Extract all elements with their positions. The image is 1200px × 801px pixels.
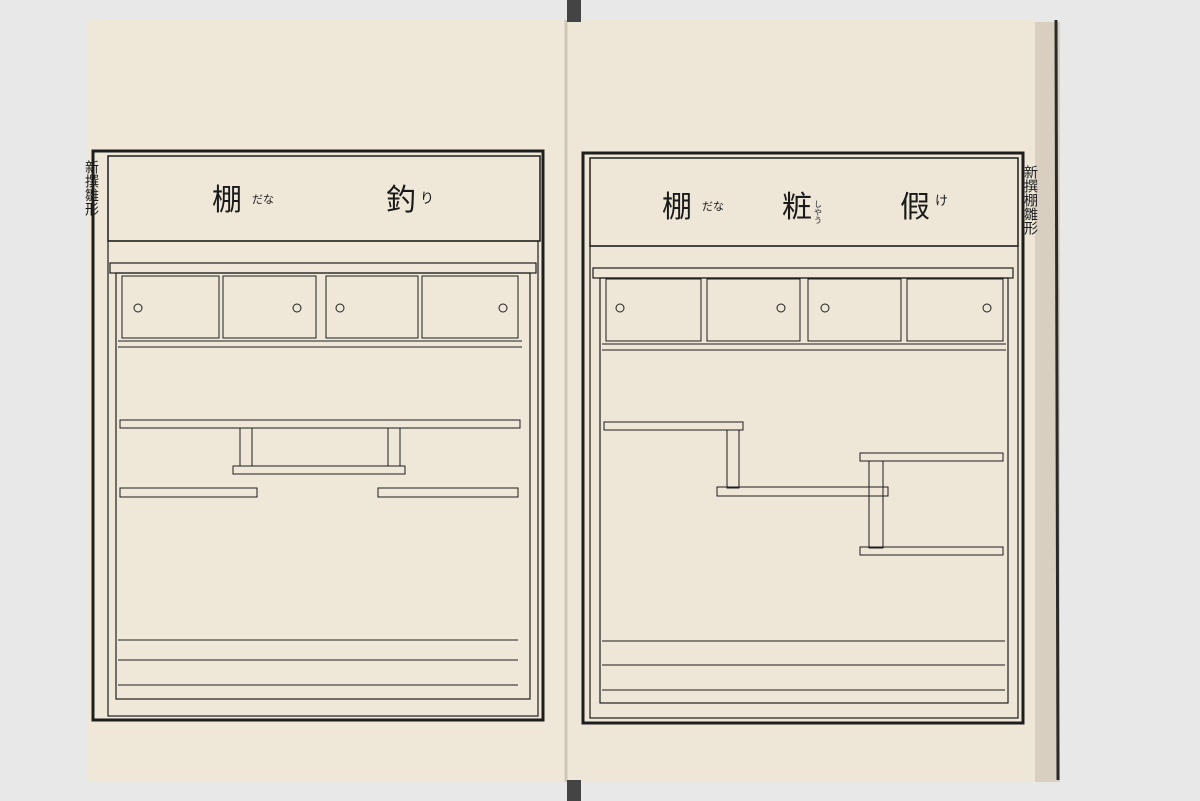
sliding-doors — [118, 275, 522, 348]
left-page — [88, 20, 565, 782]
right-ruby-3: だな — [702, 200, 724, 213]
left-heading-char-2: 棚 — [212, 183, 242, 218]
spine-thread-bottom — [567, 780, 581, 801]
sliding-doors — [602, 278, 1006, 351]
right-illustration: 棚 だな 粧 しやう 假 け 新撰棚雛形 — [581, 151, 1038, 725]
staggered-shelves — [603, 421, 1004, 556]
left-illustration: 棚 だな 釣 り 新撰雛形 — [83, 149, 545, 722]
right-ruby-1: け — [935, 194, 948, 209]
left-ruby-1: り — [420, 191, 434, 207]
cover-edge — [1054, 19, 1060, 781]
shelves — [119, 419, 521, 498]
right-page — [565, 20, 1035, 782]
left-margin-text: 新撰雛形 — [83, 160, 99, 216]
right-ruby-2: しやう — [814, 200, 823, 224]
left-ruby-2: だな — [252, 193, 274, 206]
right-heading-char-2: 粧 — [782, 190, 812, 225]
spine-thread — [567, 0, 581, 22]
right-heading-char-1: 假 — [900, 190, 930, 225]
right-margin-text: 新撰棚雛形 — [1022, 165, 1038, 235]
right-heading-char-3: 棚 — [662, 190, 692, 225]
left-heading-char-1: 釣 — [386, 183, 416, 218]
